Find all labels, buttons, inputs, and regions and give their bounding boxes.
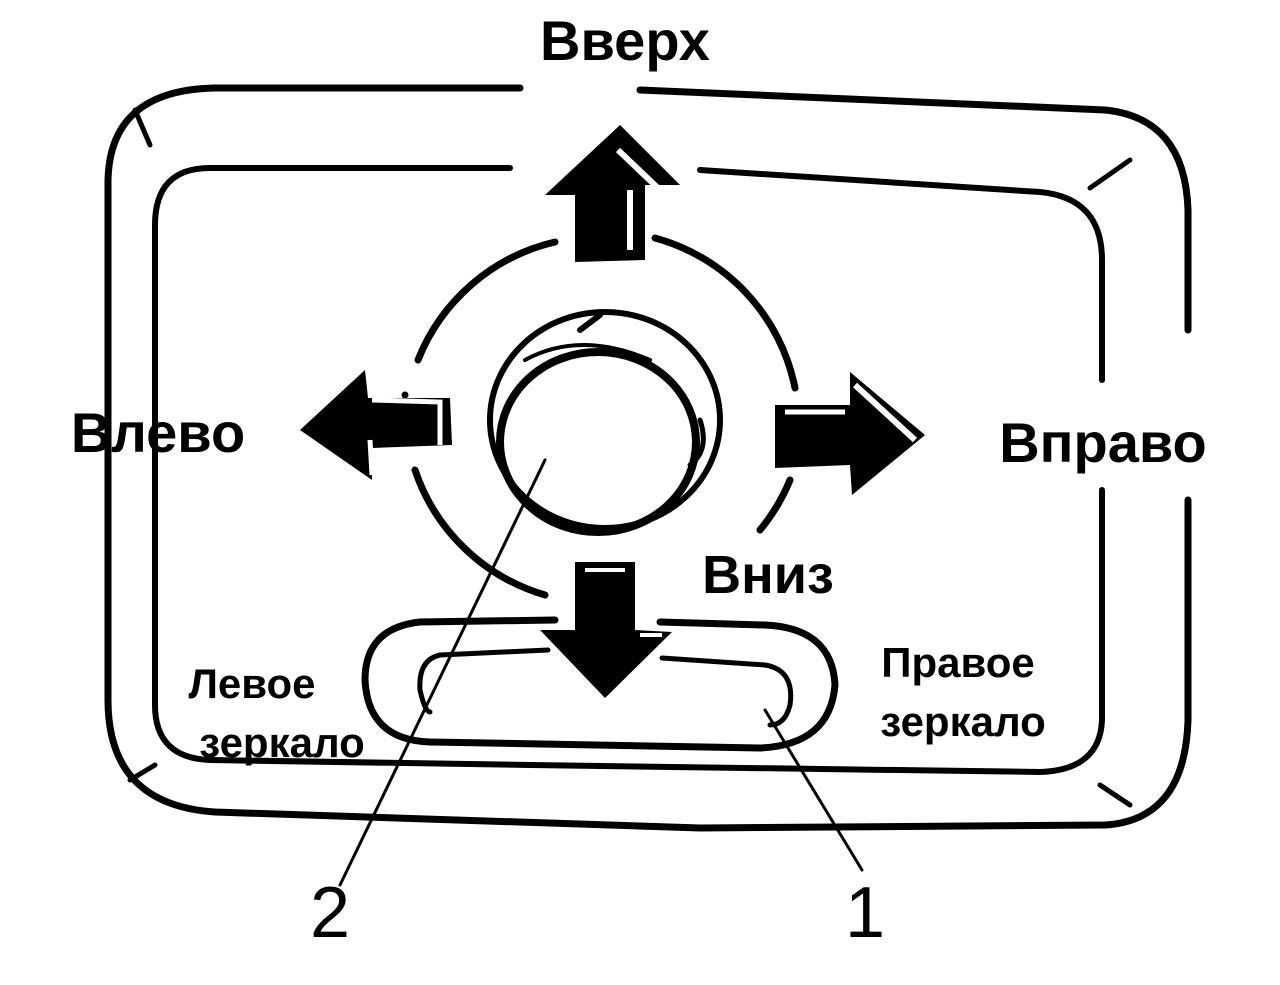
corner-ticks xyxy=(127,107,1133,808)
label-up: Вверх xyxy=(540,9,710,72)
arrow-down-icon xyxy=(540,562,672,698)
knob-ring xyxy=(401,234,799,599)
arrow-right-icon xyxy=(775,372,925,495)
leader-lines xyxy=(338,458,864,887)
arrow-left-icon xyxy=(300,370,452,480)
label-left-mirror-line1: Левое xyxy=(188,660,315,707)
label-down: Вниз xyxy=(702,545,834,605)
callout-number-switch: 1 xyxy=(845,873,885,953)
callout-number-knob: 2 xyxy=(310,873,350,953)
adjustment-knob xyxy=(487,309,723,536)
mirror-selector-switch xyxy=(361,616,839,752)
label-left-mirror-line2: зеркало xyxy=(199,719,365,766)
outer-panel-frame xyxy=(104,84,1192,832)
arrow-up-icon xyxy=(545,125,680,262)
inner-panel-frame xyxy=(152,165,1105,776)
label-left: Влево xyxy=(71,401,245,464)
label-right: Вправо xyxy=(999,411,1207,474)
label-right-mirror-line1: Правое xyxy=(881,639,1034,686)
label-right-mirror-line2: зеркало xyxy=(880,698,1046,745)
